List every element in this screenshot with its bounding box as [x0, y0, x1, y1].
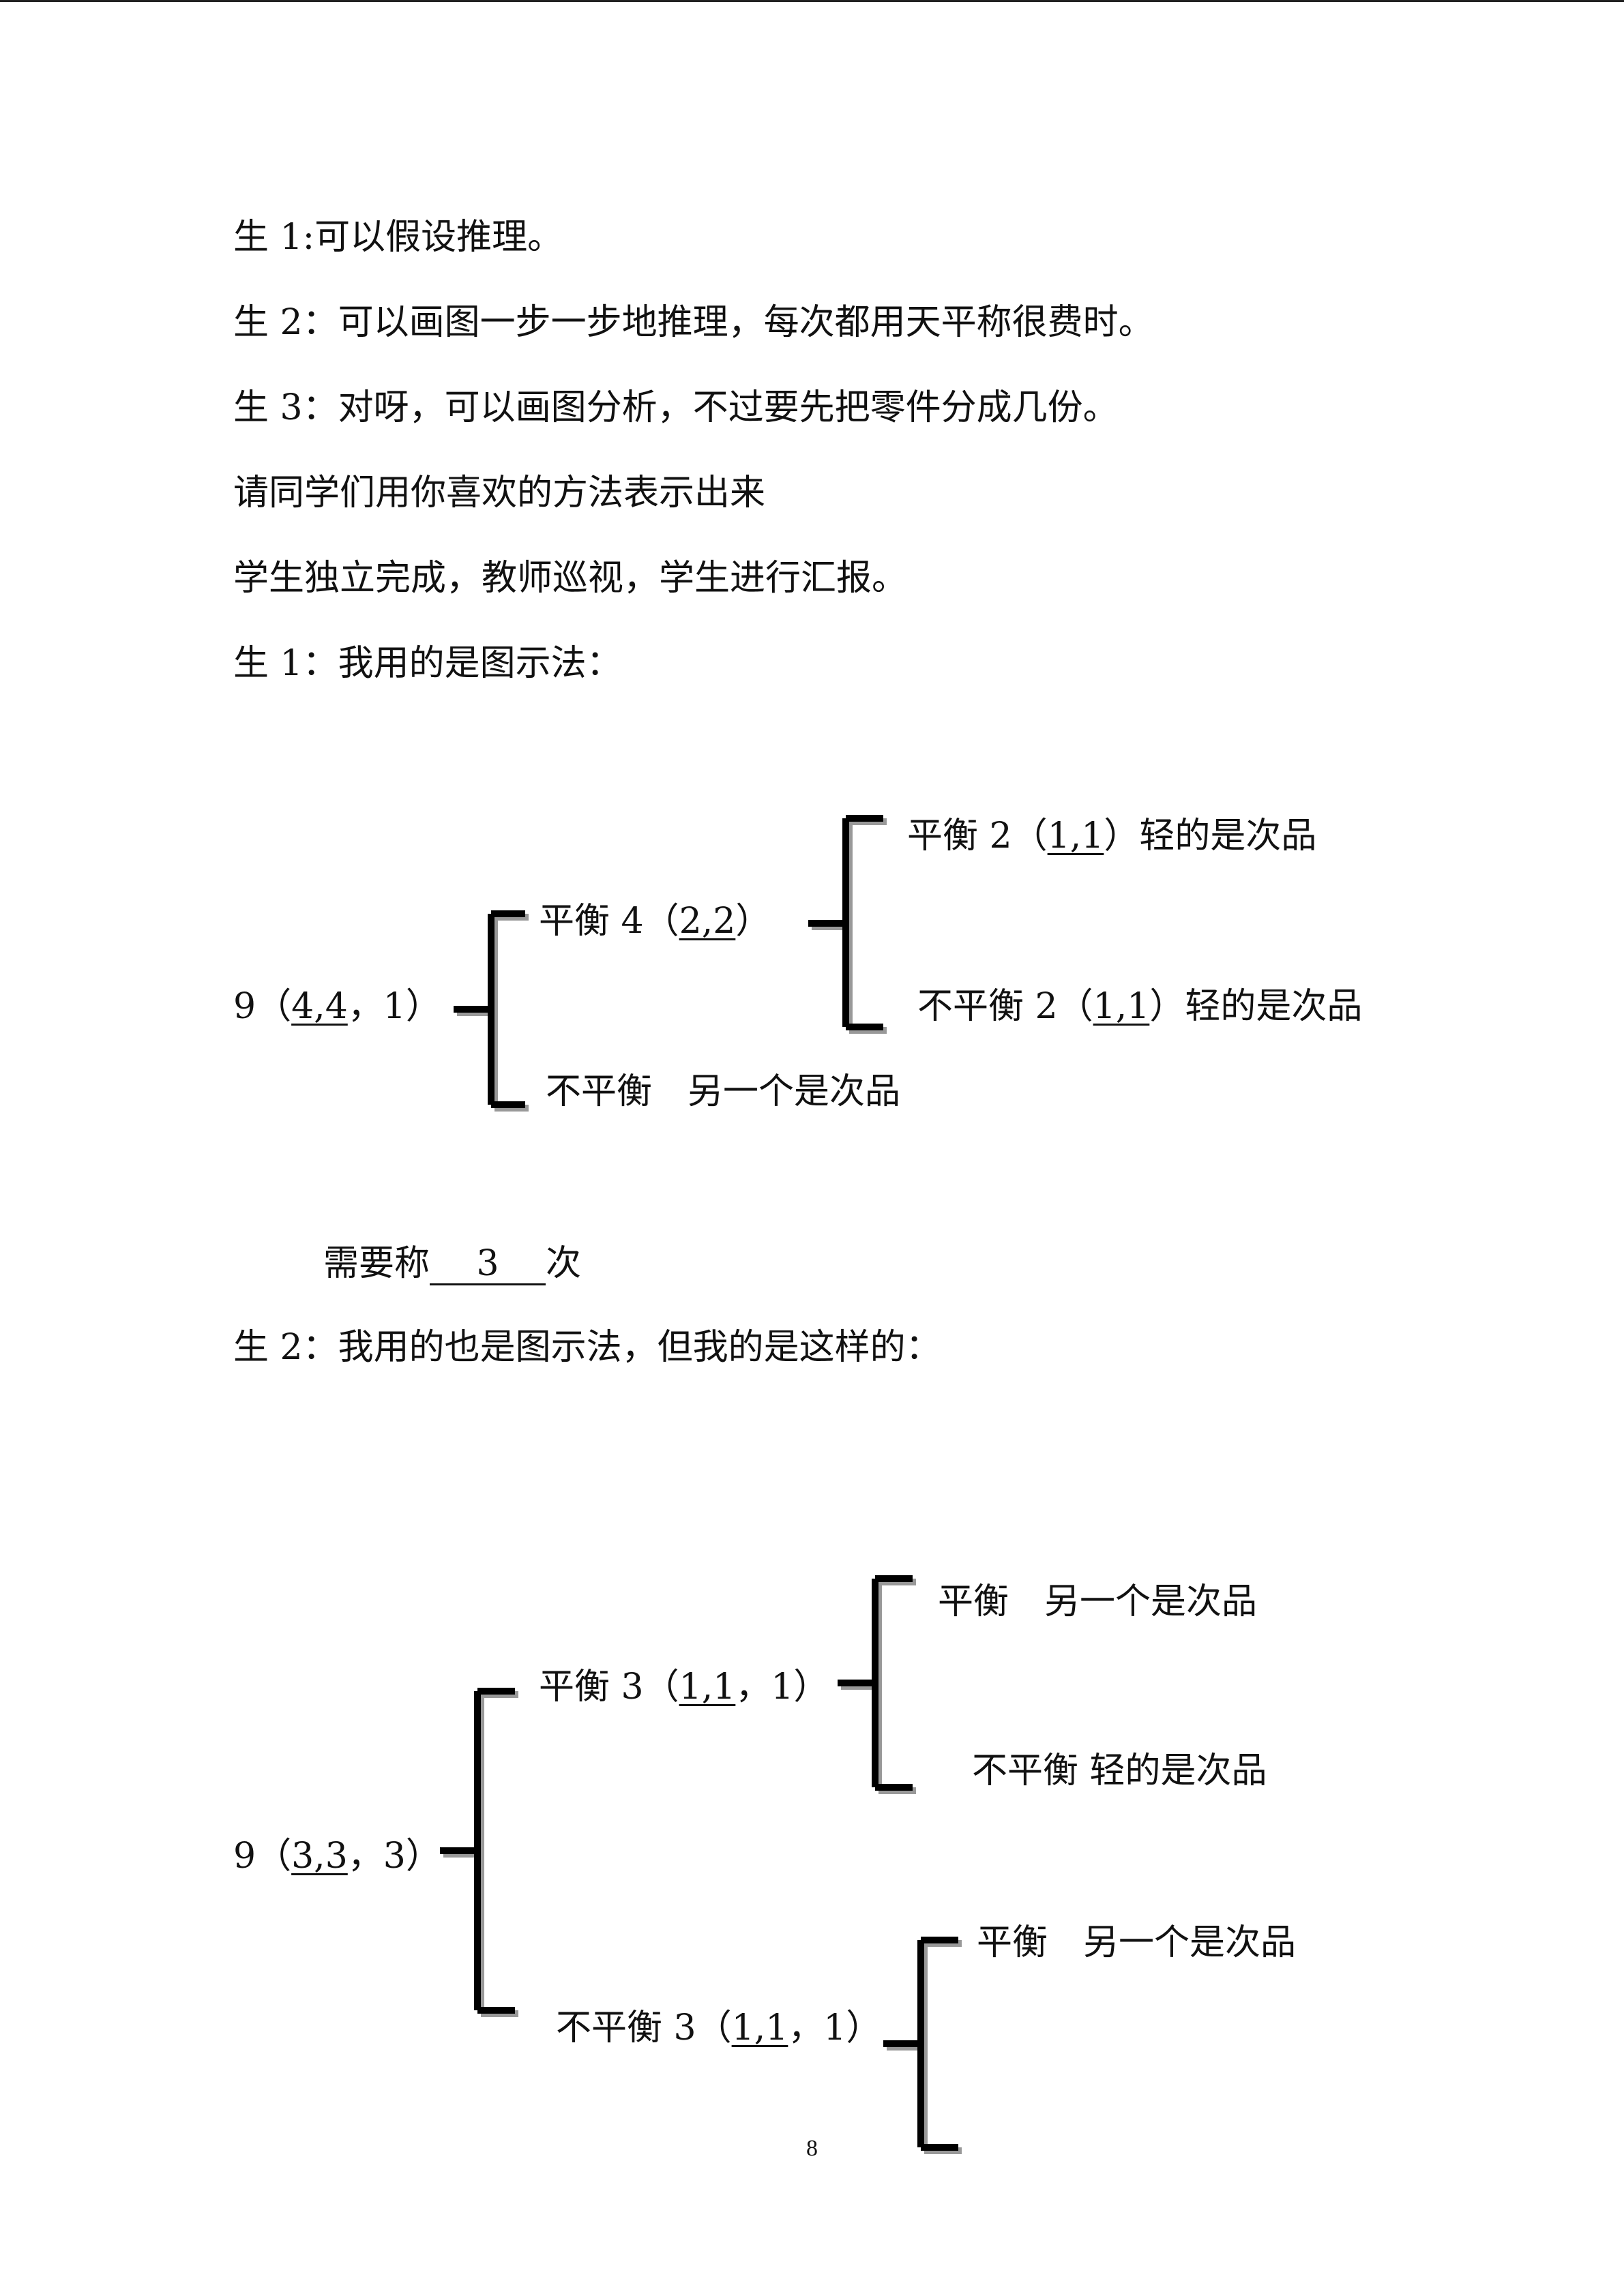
bracket-d1-balanced	[808, 815, 883, 1030]
d1-unbalanced-node: 不平衡 另一个是次品	[546, 1071, 901, 1112]
student2-intro: 生 2：我用的也是图示法，但我的是这样的：	[233, 1327, 941, 1368]
d2-unbalanced-balanced-node: 平衡 另一个是次品	[977, 1922, 1297, 1963]
d1-balanced-node: 平衡 4（2,2）	[539, 901, 771, 942]
page-number: 8	[806, 2136, 818, 2161]
bracket-d2-balanced	[838, 1575, 913, 1791]
bracket-d1-root	[454, 910, 525, 1108]
paragraph-2: 生 2：可以画图一步一步地推理，每次都用天平称很费时。	[233, 302, 1154, 343]
weigh-count-blank: 3	[430, 1244, 546, 1286]
page-top-border	[0, 0, 1624, 2]
d2-balanced-balanced-node: 平衡 另一个是次品	[938, 1581, 1258, 1622]
paragraph-4: 请同学们用你喜欢的方法表示出来	[233, 473, 766, 513]
paragraph-3: 生 3：对呀，可以画图分析，不过要先把零件分成几份。	[233, 387, 1119, 428]
d2-balanced-unbalanced-node: 不平衡 轻的是次品	[972, 1750, 1267, 1791]
paragraph-5: 学生独立完成，教师巡视，学生进行汇报。	[233, 558, 908, 599]
bracket-d2-unbalanced	[883, 1937, 958, 2151]
d1-balanced-unbalanced-node: 不平衡 2（1,1）轻的是次品	[917, 986, 1363, 1027]
d2-unbalanced-node: 不平衡 3（1,1，1）	[556, 2008, 882, 2048]
d1-root-node: 9（4,4，1）	[233, 986, 441, 1027]
paragraph-1: 生 1:可以假设推理。	[233, 217, 563, 258]
d1-balanced-balanced-node: 平衡 2（1,1）轻的是次品	[907, 816, 1317, 856]
d2-root-node: 9（3,3，3）	[233, 1836, 441, 1877]
d2-balanced-node: 平衡 3（1,1，1）	[539, 1667, 829, 1708]
bracket-d2-root	[440, 1688, 515, 2014]
paragraph-6: 生 1：我用的是图示法：	[233, 643, 622, 684]
